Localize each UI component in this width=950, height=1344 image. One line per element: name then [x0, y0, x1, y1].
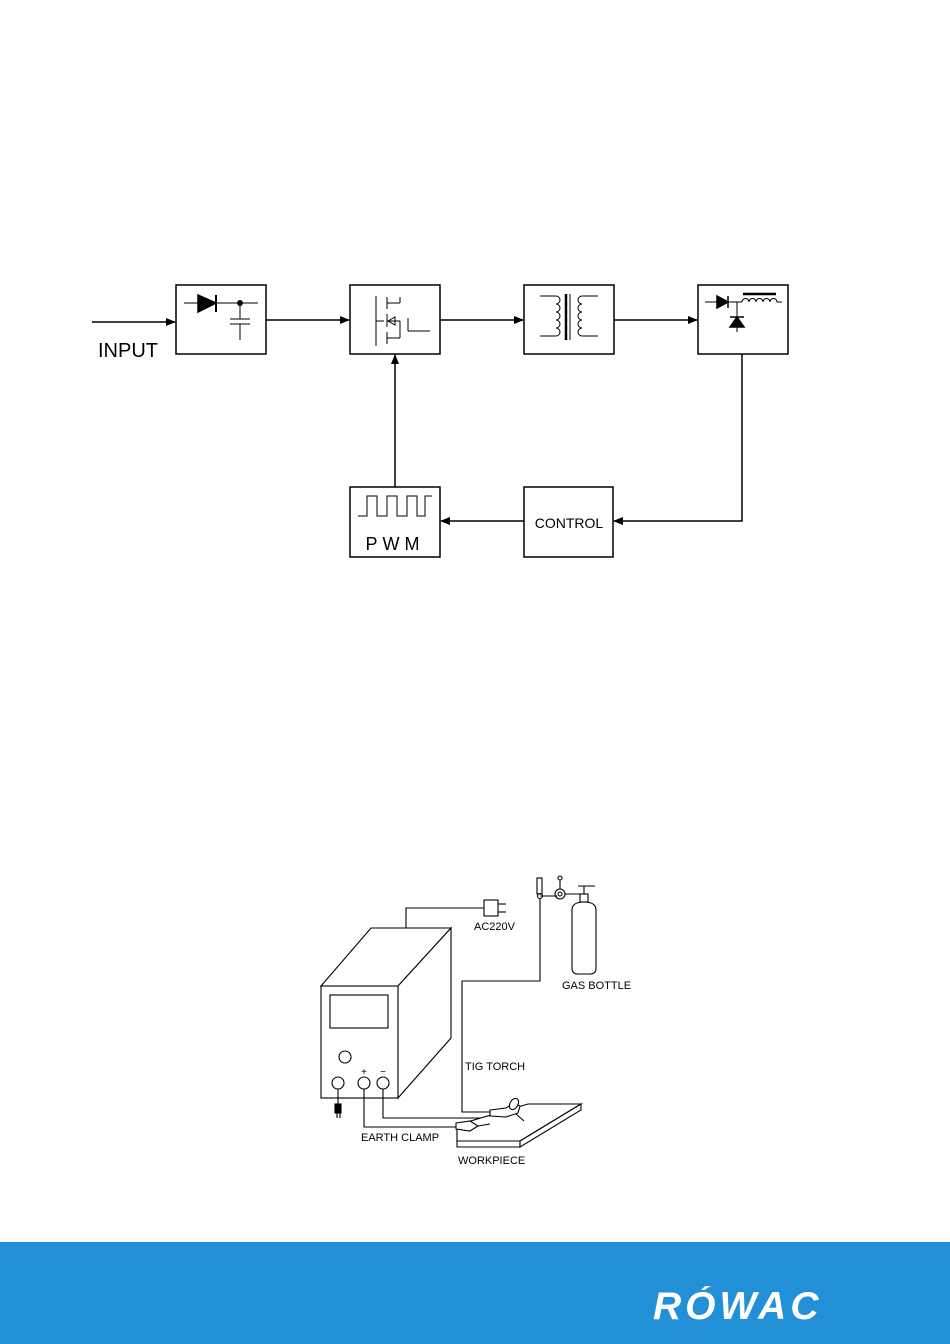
- gas-label: GAS BOTTLE: [562, 980, 631, 992]
- welding-machine: + −: [321, 928, 451, 1118]
- positive-terminal: [358, 1077, 370, 1089]
- svg-text:+: +: [361, 1067, 367, 1078]
- inverter-block: [350, 285, 440, 354]
- machine-knob: [339, 1051, 351, 1063]
- pwm-label: PWM: [366, 534, 425, 554]
- power-label: AC220V: [474, 921, 516, 933]
- control-socket: [332, 1077, 344, 1089]
- rowac-logo: RÓWAC: [653, 1286, 888, 1324]
- pwm-block: PWM: [350, 487, 440, 557]
- output-rectifier-block: [698, 285, 788, 354]
- torch-label: TIG TORCH: [465, 1061, 525, 1073]
- inductor-icon: [742, 299, 782, 302]
- svg-text:−: −: [380, 1067, 386, 1078]
- setup-diagram: + − AC220V: [321, 876, 631, 1167]
- block-diagram: INPUT: [92, 285, 788, 557]
- feedback-line: [614, 354, 742, 521]
- workpiece-label: WORKPIECE: [458, 1155, 525, 1167]
- page-canvas: INPUT: [0, 0, 950, 1242]
- transformer-block: [524, 285, 614, 354]
- square-wave-icon: [358, 496, 432, 516]
- gas-bottle: [572, 894, 596, 974]
- transistor-icon: [376, 296, 430, 346]
- diode-icon: [198, 295, 216, 312]
- negative-terminal: [377, 1077, 389, 1089]
- control-block: CONTROL: [524, 487, 613, 557]
- brand-text: RÓWAC: [653, 1286, 823, 1324]
- machine-display: [330, 995, 388, 1028]
- power-cable: [406, 908, 484, 928]
- clamp-label: EARTH CLAMP: [361, 1132, 439, 1144]
- footer-bar: RÓWAC: [0, 1242, 950, 1344]
- rectifier-block: [176, 285, 266, 354]
- capacitor-icon: [230, 319, 250, 340]
- input-label: INPUT: [98, 340, 158, 362]
- output-diode-icon: [717, 296, 728, 308]
- freewheel-diode-icon: [730, 317, 744, 327]
- transformer-icon: [540, 294, 598, 340]
- power-plug-icon: [484, 900, 506, 916]
- control-label: CONTROL: [535, 515, 604, 531]
